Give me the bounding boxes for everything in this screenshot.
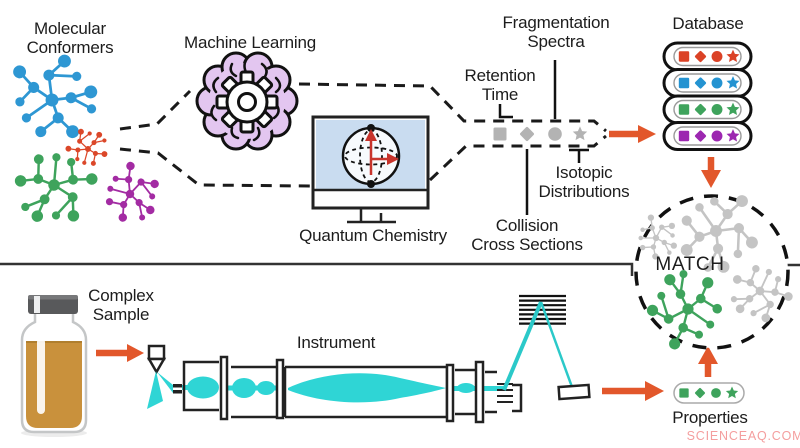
spray-beam — [147, 371, 173, 409]
match-circle — [627, 184, 800, 355]
retention-time-label: Retention Time — [464, 66, 536, 105]
circle-icon — [548, 127, 562, 141]
arrow-database-to-match — [701, 157, 721, 188]
arrow-sample-to-instrument — [96, 344, 144, 362]
fragmentation-spectra-label: Fragmentation Spectra — [502, 13, 610, 52]
complex-sample-label: Complex Sample — [88, 286, 154, 325]
properties-label: Properties — [672, 408, 748, 427]
watermark: SCIENCEAQ.COM — [686, 429, 800, 443]
isotopic-distributions-label: Isotopic Distributions — [538, 163, 630, 202]
collision-cross-sections-label: Collision Cross Sections — [471, 216, 583, 255]
match-label: MATCH — [655, 254, 725, 275]
quantum-chemistry-label: Quantum Chemistry — [299, 226, 447, 245]
beam-down-leg — [539, 301, 574, 388]
blue-molecule — [1, 44, 106, 148]
properties-pill — [673, 382, 745, 404]
molecular-conformers-label: Molecular Conformers — [26, 19, 114, 58]
injector-icon — [146, 344, 167, 375]
beam-up-leg — [502, 301, 543, 391]
machine-learning-label: Machine Learning — [184, 33, 316, 52]
sample-jar-icon — [20, 295, 88, 437]
brain-icon — [195, 51, 299, 151]
reflectron-icon — [519, 294, 566, 325]
square-icon — [493, 127, 507, 141]
label-connectors — [498, 60, 589, 215]
monitor-icon — [311, 115, 430, 224]
ion-beam — [182, 373, 504, 403]
arrow-properties-to-match — [698, 346, 718, 377]
diamond-icon — [519, 126, 535, 142]
database-icon — [662, 41, 753, 151]
detector-icon — [557, 383, 591, 401]
instrument-schematic — [146, 294, 591, 424]
gear-icon — [215, 70, 279, 134]
property-icons-row — [493, 126, 588, 142]
arrow-detector-to-properties — [602, 381, 664, 401]
star-icon — [572, 126, 588, 141]
dashed-connectors — [119, 82, 607, 188]
instrument-label: Instrument — [296, 333, 376, 352]
sphere-axes-icon — [341, 124, 401, 188]
green-molecule — [0, 132, 112, 245]
purple-molecule — [93, 153, 173, 233]
database-label: Database — [672, 14, 744, 33]
arrow-to-database — [609, 125, 656, 143]
